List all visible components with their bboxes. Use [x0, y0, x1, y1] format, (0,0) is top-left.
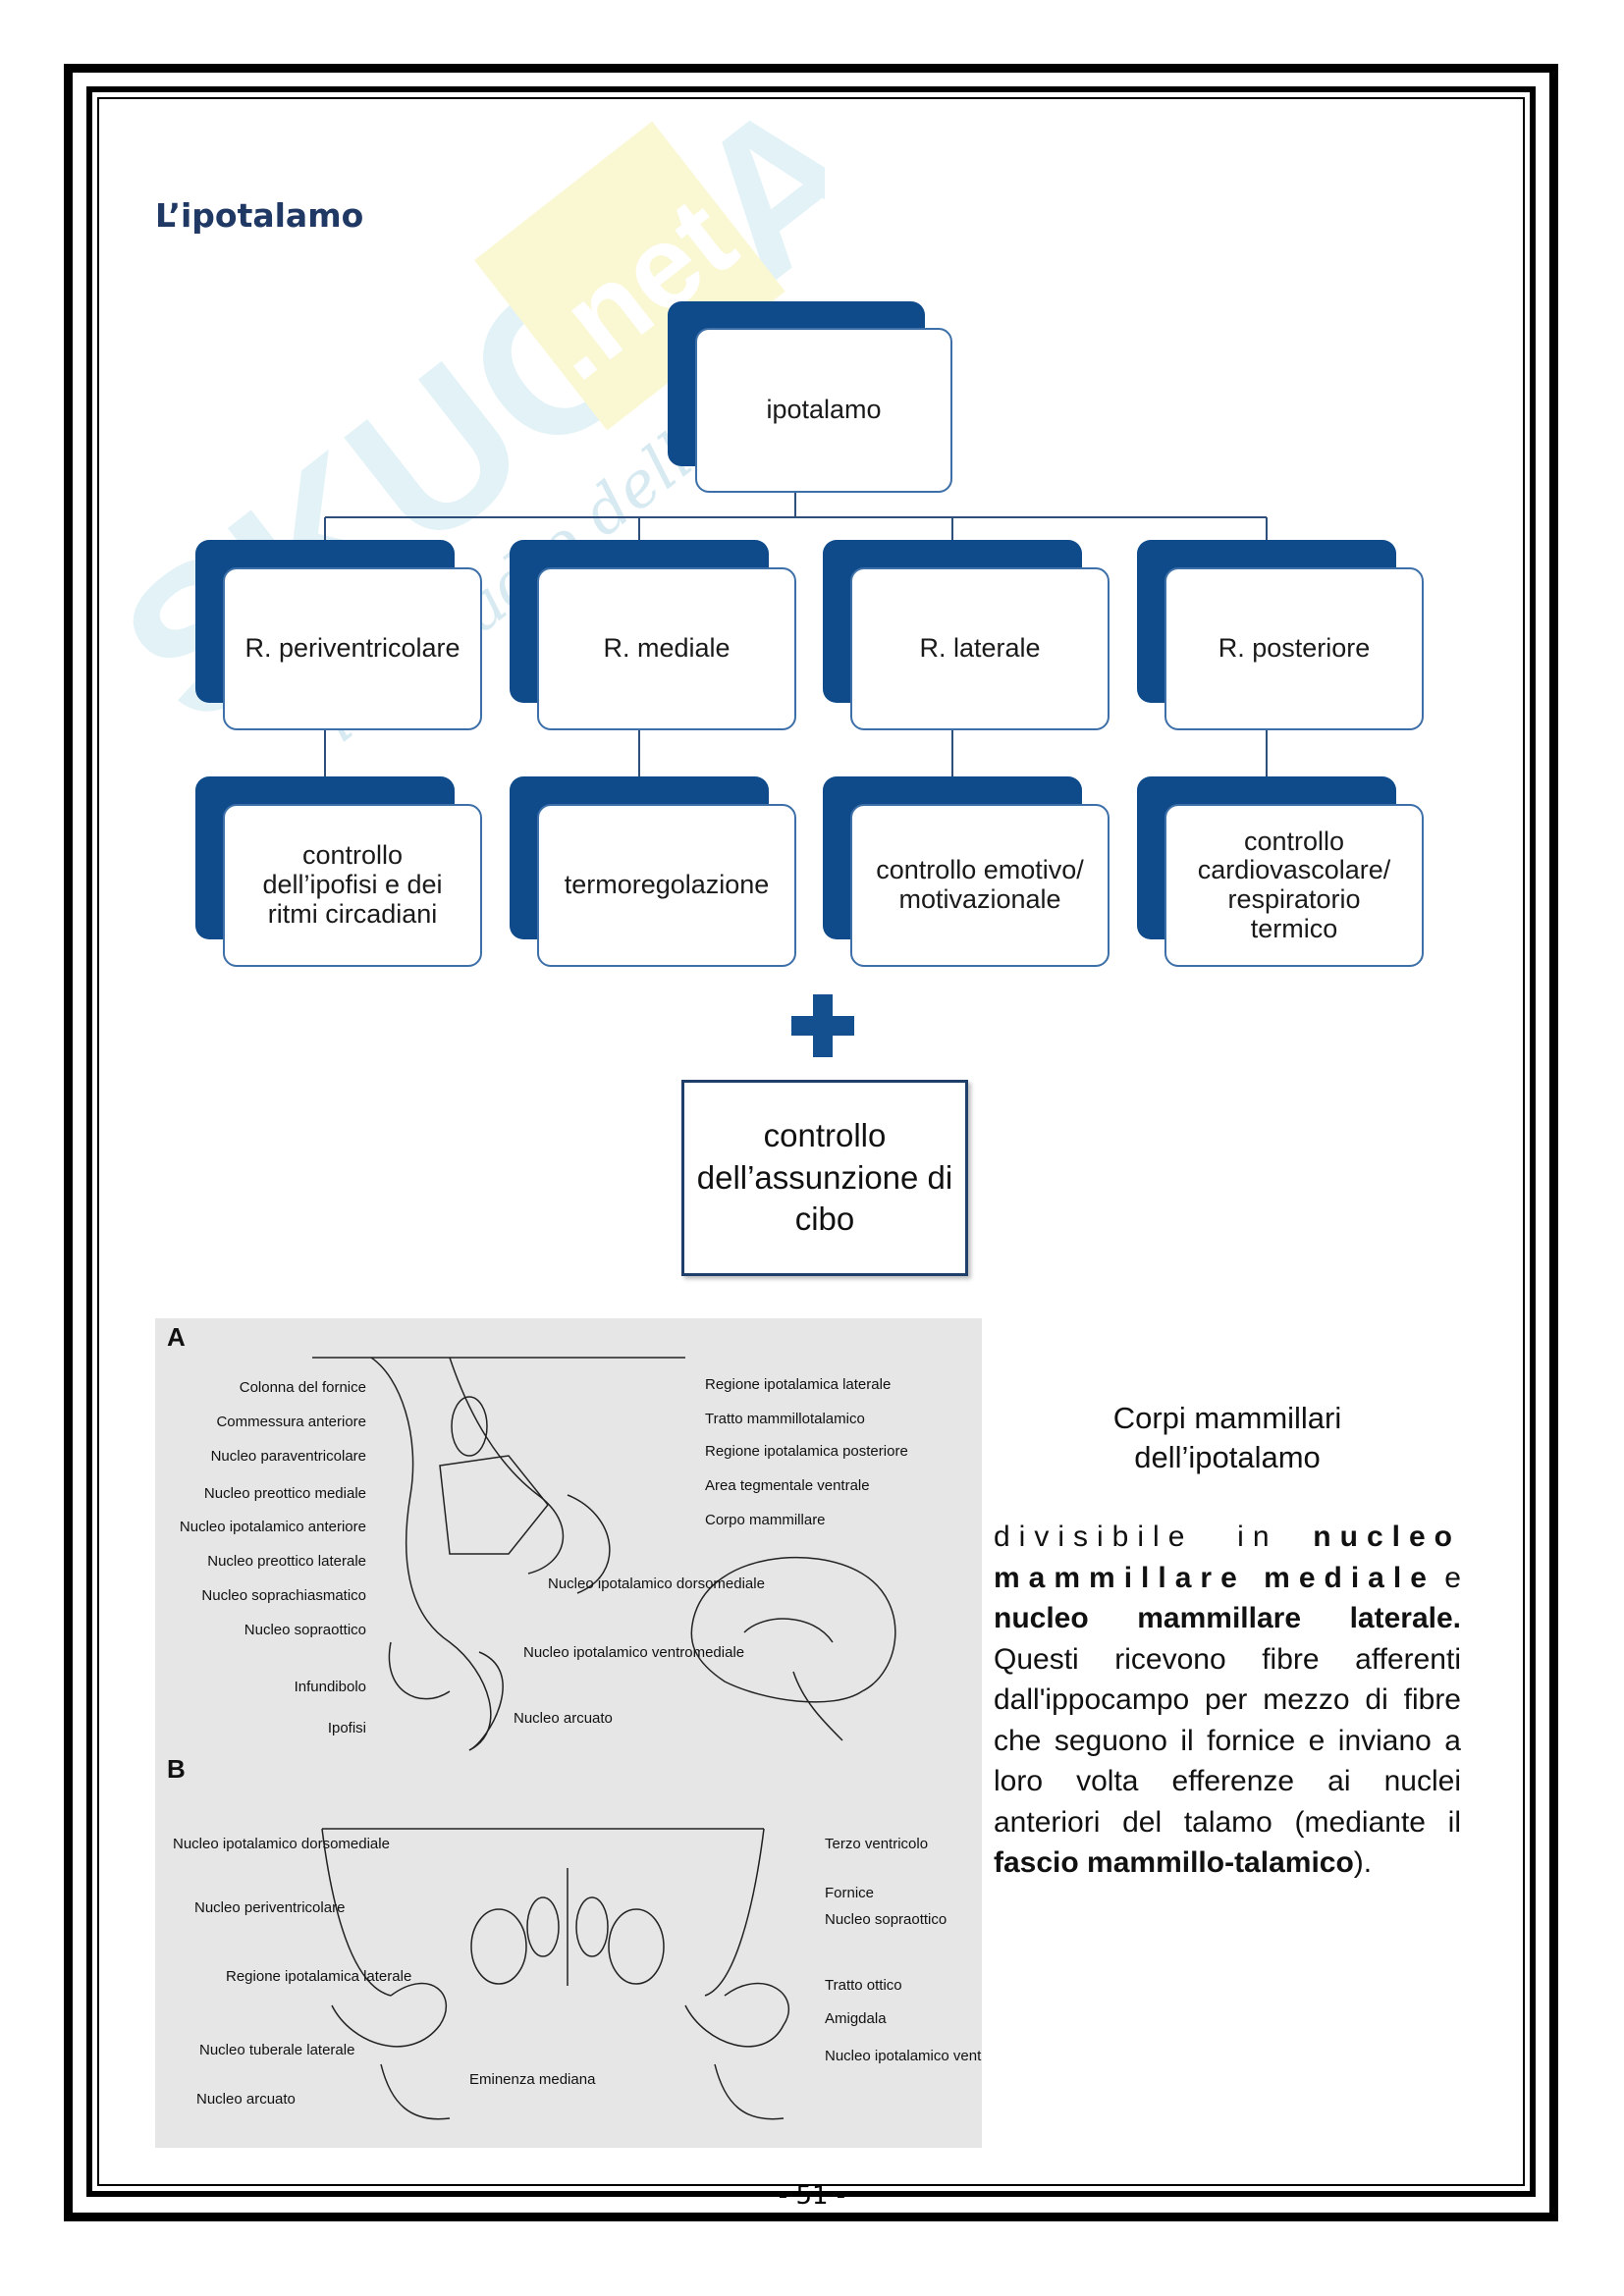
- svg-text:Commessura anteriore: Commessura anteriore: [216, 1414, 366, 1430]
- plus-icon: [791, 994, 854, 1057]
- function-node-ipofisi: controllo dell’ipofisi e dei ritmi circa…: [195, 776, 482, 967]
- svg-text:Nucleo arcuato: Nucleo arcuato: [514, 1710, 613, 1727]
- hypothalamus-anatomy-figure: A B Colonna del fornice Commessura anter…: [155, 1318, 982, 2148]
- svg-text:Regione ipotalamica laterale: Regione ipotalamica laterale: [226, 1968, 411, 1985]
- mammillary-description: divisibile in nucleo mammillare mediale …: [994, 1517, 1461, 1884]
- region-node-posteriore: R. posteriore: [1137, 540, 1424, 730]
- page-number: - 51 -: [0, 2181, 1624, 2211]
- svg-text:Nucleo tuberale laterale: Nucleo tuberale laterale: [199, 2042, 354, 2058]
- food-intake-box: controllo dell’assunzione di cibo: [681, 1080, 968, 1276]
- svg-text:Area tegmentale ventrale: Area tegmentale ventrale: [705, 1477, 870, 1494]
- svg-text:Nucleo preottico mediale: Nucleo preottico mediale: [204, 1485, 366, 1502]
- svg-text:Nucleo ipotalamico ventromedia: Nucleo ipotalamico ventromediale: [523, 1644, 744, 1661]
- panel-a-label: A: [167, 1322, 186, 1352]
- svg-text:Amigdala: Amigdala: [825, 2010, 887, 2027]
- svg-text:Tratto ottico: Tratto ottico: [825, 1977, 902, 1994]
- function-node-termoregolazione: termoregolazione: [510, 776, 796, 967]
- panel-b-label: B: [167, 1754, 186, 1784]
- region-node-laterale: R. laterale: [823, 540, 1110, 730]
- svg-text:Nucleo ipotalamico ventromedia: Nucleo ipotalamico ventromediale: [825, 2048, 982, 2064]
- function-node-emotivo: controllo emotivo/ motivazionale: [823, 776, 1110, 967]
- svg-text:Nucleo arcuato: Nucleo arcuato: [196, 2091, 296, 2108]
- svg-text:Nucleo paraventricolare: Nucleo paraventricolare: [211, 1448, 366, 1465]
- svg-text:Tratto mammillotalamico: Tratto mammillotalamico: [705, 1411, 865, 1427]
- svg-text:Terzo ventricolo: Terzo ventricolo: [825, 1836, 928, 1852]
- svg-text:Corpo mammillare: Corpo mammillare: [705, 1512, 826, 1528]
- svg-text:Infundibolo: Infundibolo: [295, 1679, 366, 1695]
- svg-text:Nucleo sopraottico: Nucleo sopraottico: [825, 1911, 947, 1928]
- svg-text:Regione ipotalamica posteriore: Regione ipotalamica posteriore: [705, 1443, 908, 1460]
- root-node: ipotalamo: [668, 301, 952, 493]
- region-node-mediale: R. mediale: [510, 540, 796, 730]
- function-node-cardiovascolare: controllo cardiovascolare/ respiratorio …: [1137, 776, 1424, 967]
- svg-text:Colonna del fornice: Colonna del fornice: [240, 1379, 366, 1396]
- svg-text:Nucleo soprachiasmatico: Nucleo soprachiasmatico: [201, 1587, 366, 1604]
- svg-text:Regione ipotalamica laterale: Regione ipotalamica laterale: [705, 1376, 891, 1393]
- svg-text:Nucleo sopraottico: Nucleo sopraottico: [244, 1622, 366, 1638]
- svg-text:Eminenza mediana: Eminenza mediana: [469, 2071, 596, 2088]
- root-node-label: ipotalamo: [695, 328, 952, 493]
- figure-caption: Corpi mammillari dell’ipotalamo: [1051, 1399, 1404, 1478]
- svg-text:Nucleo periventricolare: Nucleo periventricolare: [194, 1899, 345, 1916]
- svg-text:Nucleo ipotalamico dorsomedial: Nucleo ipotalamico dorsomediale: [548, 1575, 765, 1592]
- svg-text:Nucleo ipotalamico dorsomedial: Nucleo ipotalamico dorsomediale: [173, 1836, 390, 1852]
- svg-text:Nucleo preottico laterale: Nucleo preottico laterale: [207, 1553, 366, 1570]
- region-node-periventricolare: R. periventricolare: [195, 540, 482, 730]
- svg-text:Nucleo ipotalamico anteriore: Nucleo ipotalamico anteriore: [180, 1519, 366, 1535]
- svg-text:Fornice: Fornice: [825, 1885, 874, 1901]
- svg-text:Ipofisi: Ipofisi: [328, 1720, 366, 1736]
